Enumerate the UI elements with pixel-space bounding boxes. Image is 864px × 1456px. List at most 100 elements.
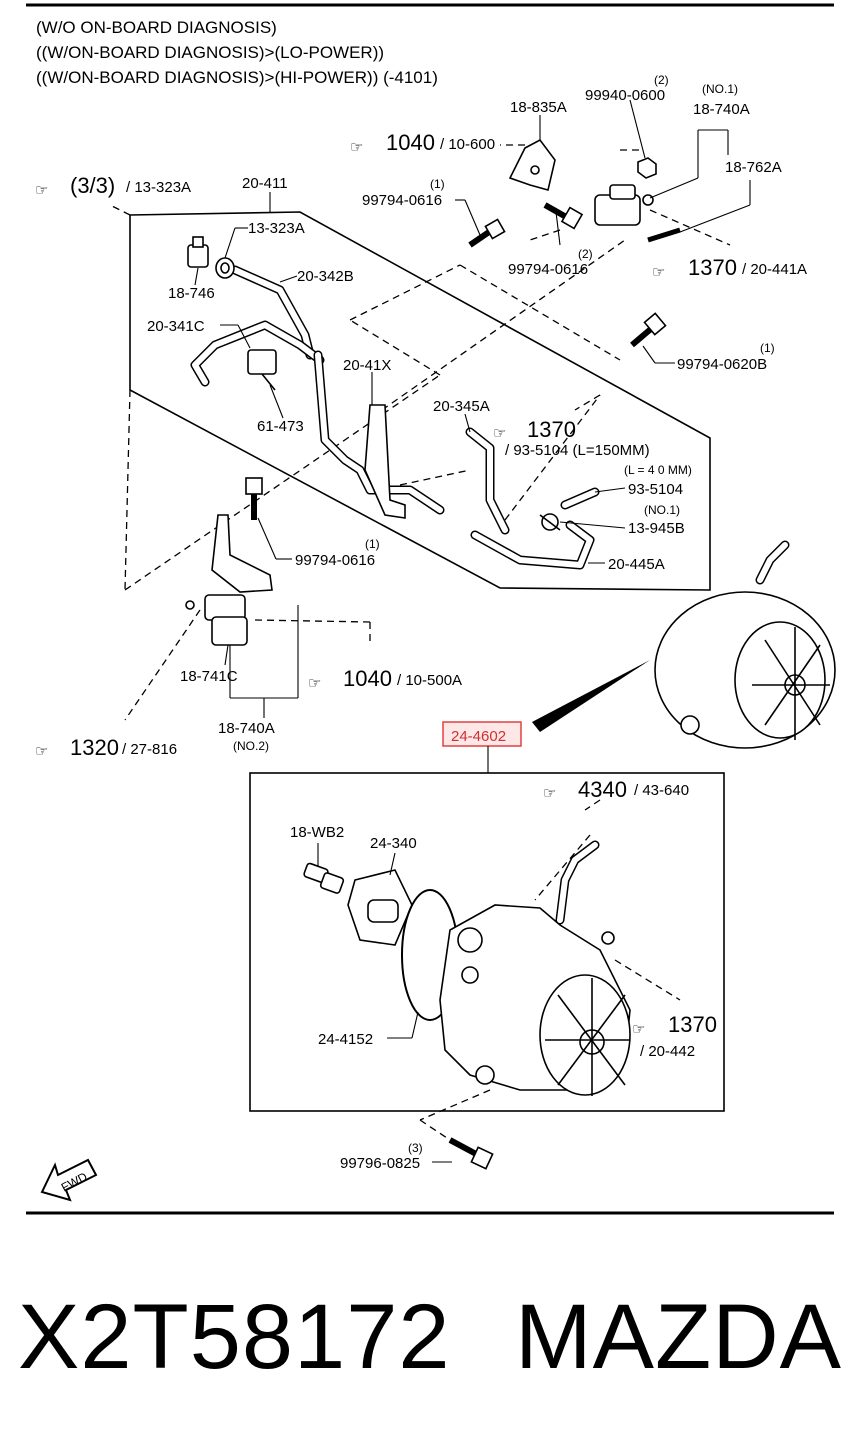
lower-assembly-box (249, 772, 725, 1112)
solenoid-18-741C (185, 594, 248, 646)
label-18-740A-no1[interactable]: 18-740A (693, 101, 750, 118)
ref-sub: / 10-600 (440, 136, 495, 153)
header-line-3: ((W/ON-BOARD DIAGNOSIS)>(HI-POWER)) (-41… (36, 68, 438, 87)
label-99794-0616-a-qty: (1) (430, 177, 445, 191)
label-18-741C[interactable]: 18-741C (180, 668, 238, 685)
ref-number: 1370 (668, 1012, 717, 1037)
callout-ref-1320-27816[interactable]: ☞ 1320 / 27-816 (35, 735, 177, 760)
callout-ref-1370-20442[interactable]: ☞ 1370 / 20-442 (632, 1012, 717, 1060)
fitting-18-746 (187, 236, 209, 268)
fwd-arrow: FWD (40, 1158, 98, 1202)
lower-label-leaders (317, 799, 681, 1163)
callout-ref-3-3[interactable]: ☞ (3/3) / 13-323A (35, 173, 191, 199)
upper-leaders (109, 144, 731, 721)
label-99794-0616-b[interactable]: 99794-0616 (508, 261, 588, 278)
hand-icon: ☞ (493, 425, 506, 442)
ref-number: 1370 (688, 255, 737, 280)
label-61-473[interactable]: 61-473 (257, 418, 304, 435)
zoom-wedge (532, 660, 650, 732)
label-20-345A[interactable]: 20-345A (433, 398, 490, 415)
bolt-99794-0616-c (245, 477, 263, 520)
ref-number: 1370 (527, 417, 576, 442)
header-line-1: (W/O ON-BOARD DIAGNOSIS) (36, 18, 277, 37)
ref-number: 1040 (343, 666, 392, 691)
label-18-740A-no2[interactable]: 18-740A (218, 720, 275, 737)
label-20-411[interactable]: 20-411 (242, 175, 288, 192)
pipe-20-41X (313, 350, 445, 515)
label-99794-0616-a[interactable]: 99794-0616 (362, 192, 442, 209)
callout-ref-1040-10600[interactable]: ☞ 1040 / 10-600 (350, 130, 495, 156)
hand-icon: ☞ (543, 785, 556, 802)
header-line-2: ((W/ON-BOARD DIAGNOSIS)>(LO-POWER)) (36, 43, 384, 62)
ref-sub: / 13-323A (126, 179, 191, 196)
bracket-18-835A (508, 138, 556, 191)
label-99794-0616-c[interactable]: 99794-0616 (295, 552, 375, 569)
label-93-5104[interactable]: 93-5104 (628, 481, 683, 498)
gasket-24-340 (347, 869, 413, 946)
hand-icon: ☞ (35, 182, 48, 199)
label-20-445A[interactable]: 20-445A (608, 556, 665, 573)
label-18-740A-no2-tag: (NO.2) (233, 739, 269, 753)
hose-20-445A (470, 520, 595, 570)
label-24-4602[interactable]: 24-4602 (451, 728, 506, 745)
ref-sub: / 10-500A (397, 672, 462, 689)
hand-icon: ☞ (35, 743, 48, 760)
solenoid-18-740A-no1 (594, 184, 654, 226)
label-20-41X[interactable]: 20-41X (343, 357, 391, 374)
callout-ref-4340-43640[interactable]: ☞ 4340 / 43-640 (543, 777, 689, 802)
highlight-24-4602[interactable] (442, 721, 522, 747)
label-24-340[interactable]: 24-340 (370, 835, 417, 852)
hand-icon: ☞ (652, 264, 665, 281)
label-99794-0616-b-qty: (2) (578, 247, 593, 261)
callout-ref-1370-20441a[interactable]: ☞ 1370 / 20-441A (652, 255, 807, 281)
ref-sub: / 20-441A (742, 261, 807, 278)
label-13-323A[interactable]: 13-323A (248, 220, 305, 237)
label-18-WB2[interactable]: 18-WB2 (290, 824, 344, 841)
hose-93-5104 (560, 487, 600, 510)
ref-sub: / 20-442 (640, 1043, 695, 1060)
clamp-13-323A (215, 257, 235, 279)
bolt-99794-0616-a (468, 218, 506, 248)
label-24-4152[interactable]: 24-4152 (318, 1031, 373, 1048)
vacuum-pump-main (439, 840, 631, 1096)
part-number: X2T58172 (18, 1286, 451, 1388)
vacuum-pump-small (654, 540, 836, 749)
label-99794-0620B-qty: (1) (760, 341, 775, 355)
label-18-835A[interactable]: 18-835A (510, 99, 567, 116)
label-18-746[interactable]: 18-746 (168, 285, 215, 302)
hand-icon: ☞ (308, 675, 321, 692)
label-99794-0620B[interactable]: 99794-0620B (677, 356, 767, 373)
ref-number: 4340 (578, 777, 627, 802)
ref-number: (3/3) (70, 173, 115, 198)
label-13-945B[interactable]: 13-945B (628, 520, 685, 537)
callout-ref-1040-10500a[interactable]: ☞ 1040 / 10-500A (308, 666, 462, 692)
ref-sub: / 93-5104 (L=150MM) (505, 442, 650, 459)
ref-number: 1040 (386, 130, 435, 155)
bracket-20-41X (364, 404, 406, 519)
label-99796-0825[interactable]: 99796-0825 (340, 1155, 420, 1172)
label-20-341C[interactable]: 20-341C (147, 318, 205, 335)
bracket-18-740A-no2 (211, 514, 273, 593)
upper-label-leaders (194, 99, 751, 718)
hand-icon: ☞ (350, 139, 363, 156)
joint-13-945B (539, 513, 561, 531)
label-20-342B[interactable]: 20-342B (297, 268, 354, 285)
nut-99940-0600 (637, 157, 657, 179)
clip-61-473 (247, 349, 277, 391)
label-18-762A[interactable]: 18-762A (725, 159, 782, 176)
ref-number: 1320 (70, 735, 119, 760)
hand-icon: ☞ (632, 1021, 645, 1038)
label-99940-qty: (2) (654, 73, 669, 87)
label-99794-0616-c-qty: (1) (365, 537, 380, 551)
parts-diagram: (W/O ON-BOARD DIAGNOSIS) ((W/ON-BOARD DI… (26, 3, 836, 1215)
bolt-99794-0620B (630, 312, 667, 348)
label-99940-0600[interactable]: 99940-0600 (585, 87, 665, 104)
ref-sub: / 27-816 (122, 741, 177, 758)
hose-20-345A (465, 427, 510, 535)
hose-20-341C (190, 320, 325, 387)
ref-sub: / 43-640 (634, 782, 689, 799)
label-13-945B-no1-tag: (NO.1) (644, 503, 680, 517)
callout-ref-1370-935104[interactable]: ☞ 1370 / 93-5104 (L=150MM) (493, 417, 650, 459)
label-93-5104-length: (L = 4 0 MM) (624, 463, 692, 477)
fitting-18-WB2 (303, 862, 345, 894)
